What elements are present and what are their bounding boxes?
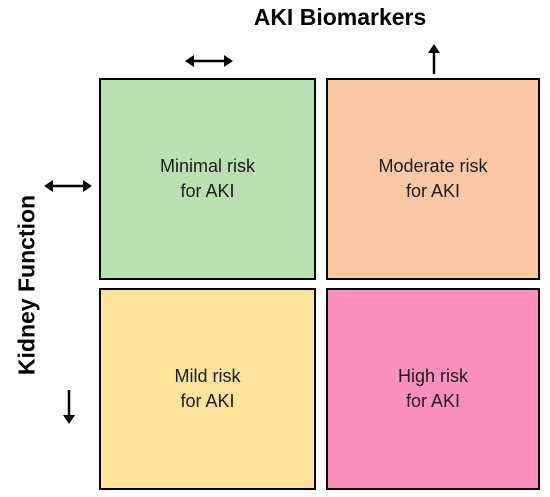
quadrant-label-line1: Moderate risk <box>378 156 488 176</box>
kidney-function-axis-title: Kidney Function <box>13 194 40 376</box>
left-right-arrow-icon <box>44 180 92 192</box>
quadrant-label-line2: for AKI <box>180 391 235 411</box>
quadrant-label-line2: for AKI <box>405 181 460 201</box>
quadrant-high-risk: High risk for AKI <box>326 288 540 490</box>
left-right-arrow-icon <box>185 55 233 67</box>
quadrant-label-line2: for AKI <box>405 391 460 411</box>
quadrant-mild-risk: Mild risk for AKI <box>99 288 316 490</box>
quadrant-label-line1: High risk <box>397 366 468 386</box>
up-arrow-icon <box>428 44 440 74</box>
quadrant-label-line1: Minimal risk <box>159 156 255 176</box>
down-arrow-icon <box>63 390 75 424</box>
quadrant-label-line2: for AKI <box>180 181 235 201</box>
quadrant-moderate-risk: Moderate risk for AKI <box>326 78 540 280</box>
quadrant-minimal-risk: Minimal risk for AKI <box>99 78 316 280</box>
quadrant-label-line1: Mild risk <box>174 366 241 386</box>
biomarkers-axis-title: AKI Biomarkers <box>253 4 427 30</box>
